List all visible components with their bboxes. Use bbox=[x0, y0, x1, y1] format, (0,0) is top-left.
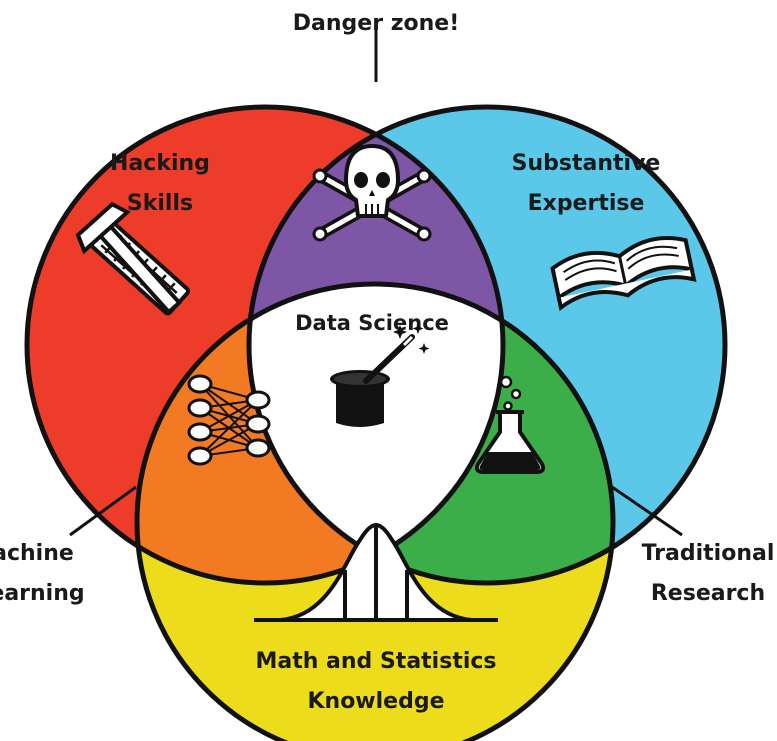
math-statistics-outline bbox=[134, 281, 616, 741]
math-statistics-label-line1: Math and Statistics bbox=[255, 649, 496, 674]
machine-learning-leader-line bbox=[69, 485, 137, 537]
flask-icon bbox=[474, 375, 546, 474]
substantive-expertise-outline bbox=[246, 104, 728, 586]
hacking-skills-outline bbox=[24, 104, 506, 586]
open-book-icon bbox=[550, 235, 697, 312]
keyboard-hammer-icon bbox=[75, 201, 191, 316]
substantive-expertise-label-line1: Substantive bbox=[512, 151, 661, 176]
skull-crossbones-icon bbox=[312, 143, 432, 242]
traditional-research-leader-line bbox=[611, 485, 683, 537]
danger-zone-label: Danger zone! bbox=[293, 11, 459, 36]
data-science-label: Data Science bbox=[295, 311, 449, 335]
bell-curve-icon bbox=[254, 523, 498, 622]
hacking-skills-label-line1: Hacking bbox=[110, 151, 210, 176]
machine-learning-label-line2: Learning bbox=[0, 581, 85, 606]
magic-hat-wand-icon bbox=[330, 323, 430, 427]
substantive-expertise-label-line2: Expertise bbox=[528, 191, 645, 216]
traditional-research-label-line2: Research bbox=[651, 581, 765, 606]
math-statistics-label-line2: Knowledge bbox=[307, 689, 444, 714]
machine-learning-label-line1: Machine bbox=[0, 541, 74, 566]
neural-network-icon bbox=[187, 374, 271, 466]
hacking-skills-label-line2: Skills bbox=[127, 191, 193, 216]
traditional-research-label-line1: Traditional bbox=[642, 541, 775, 566]
